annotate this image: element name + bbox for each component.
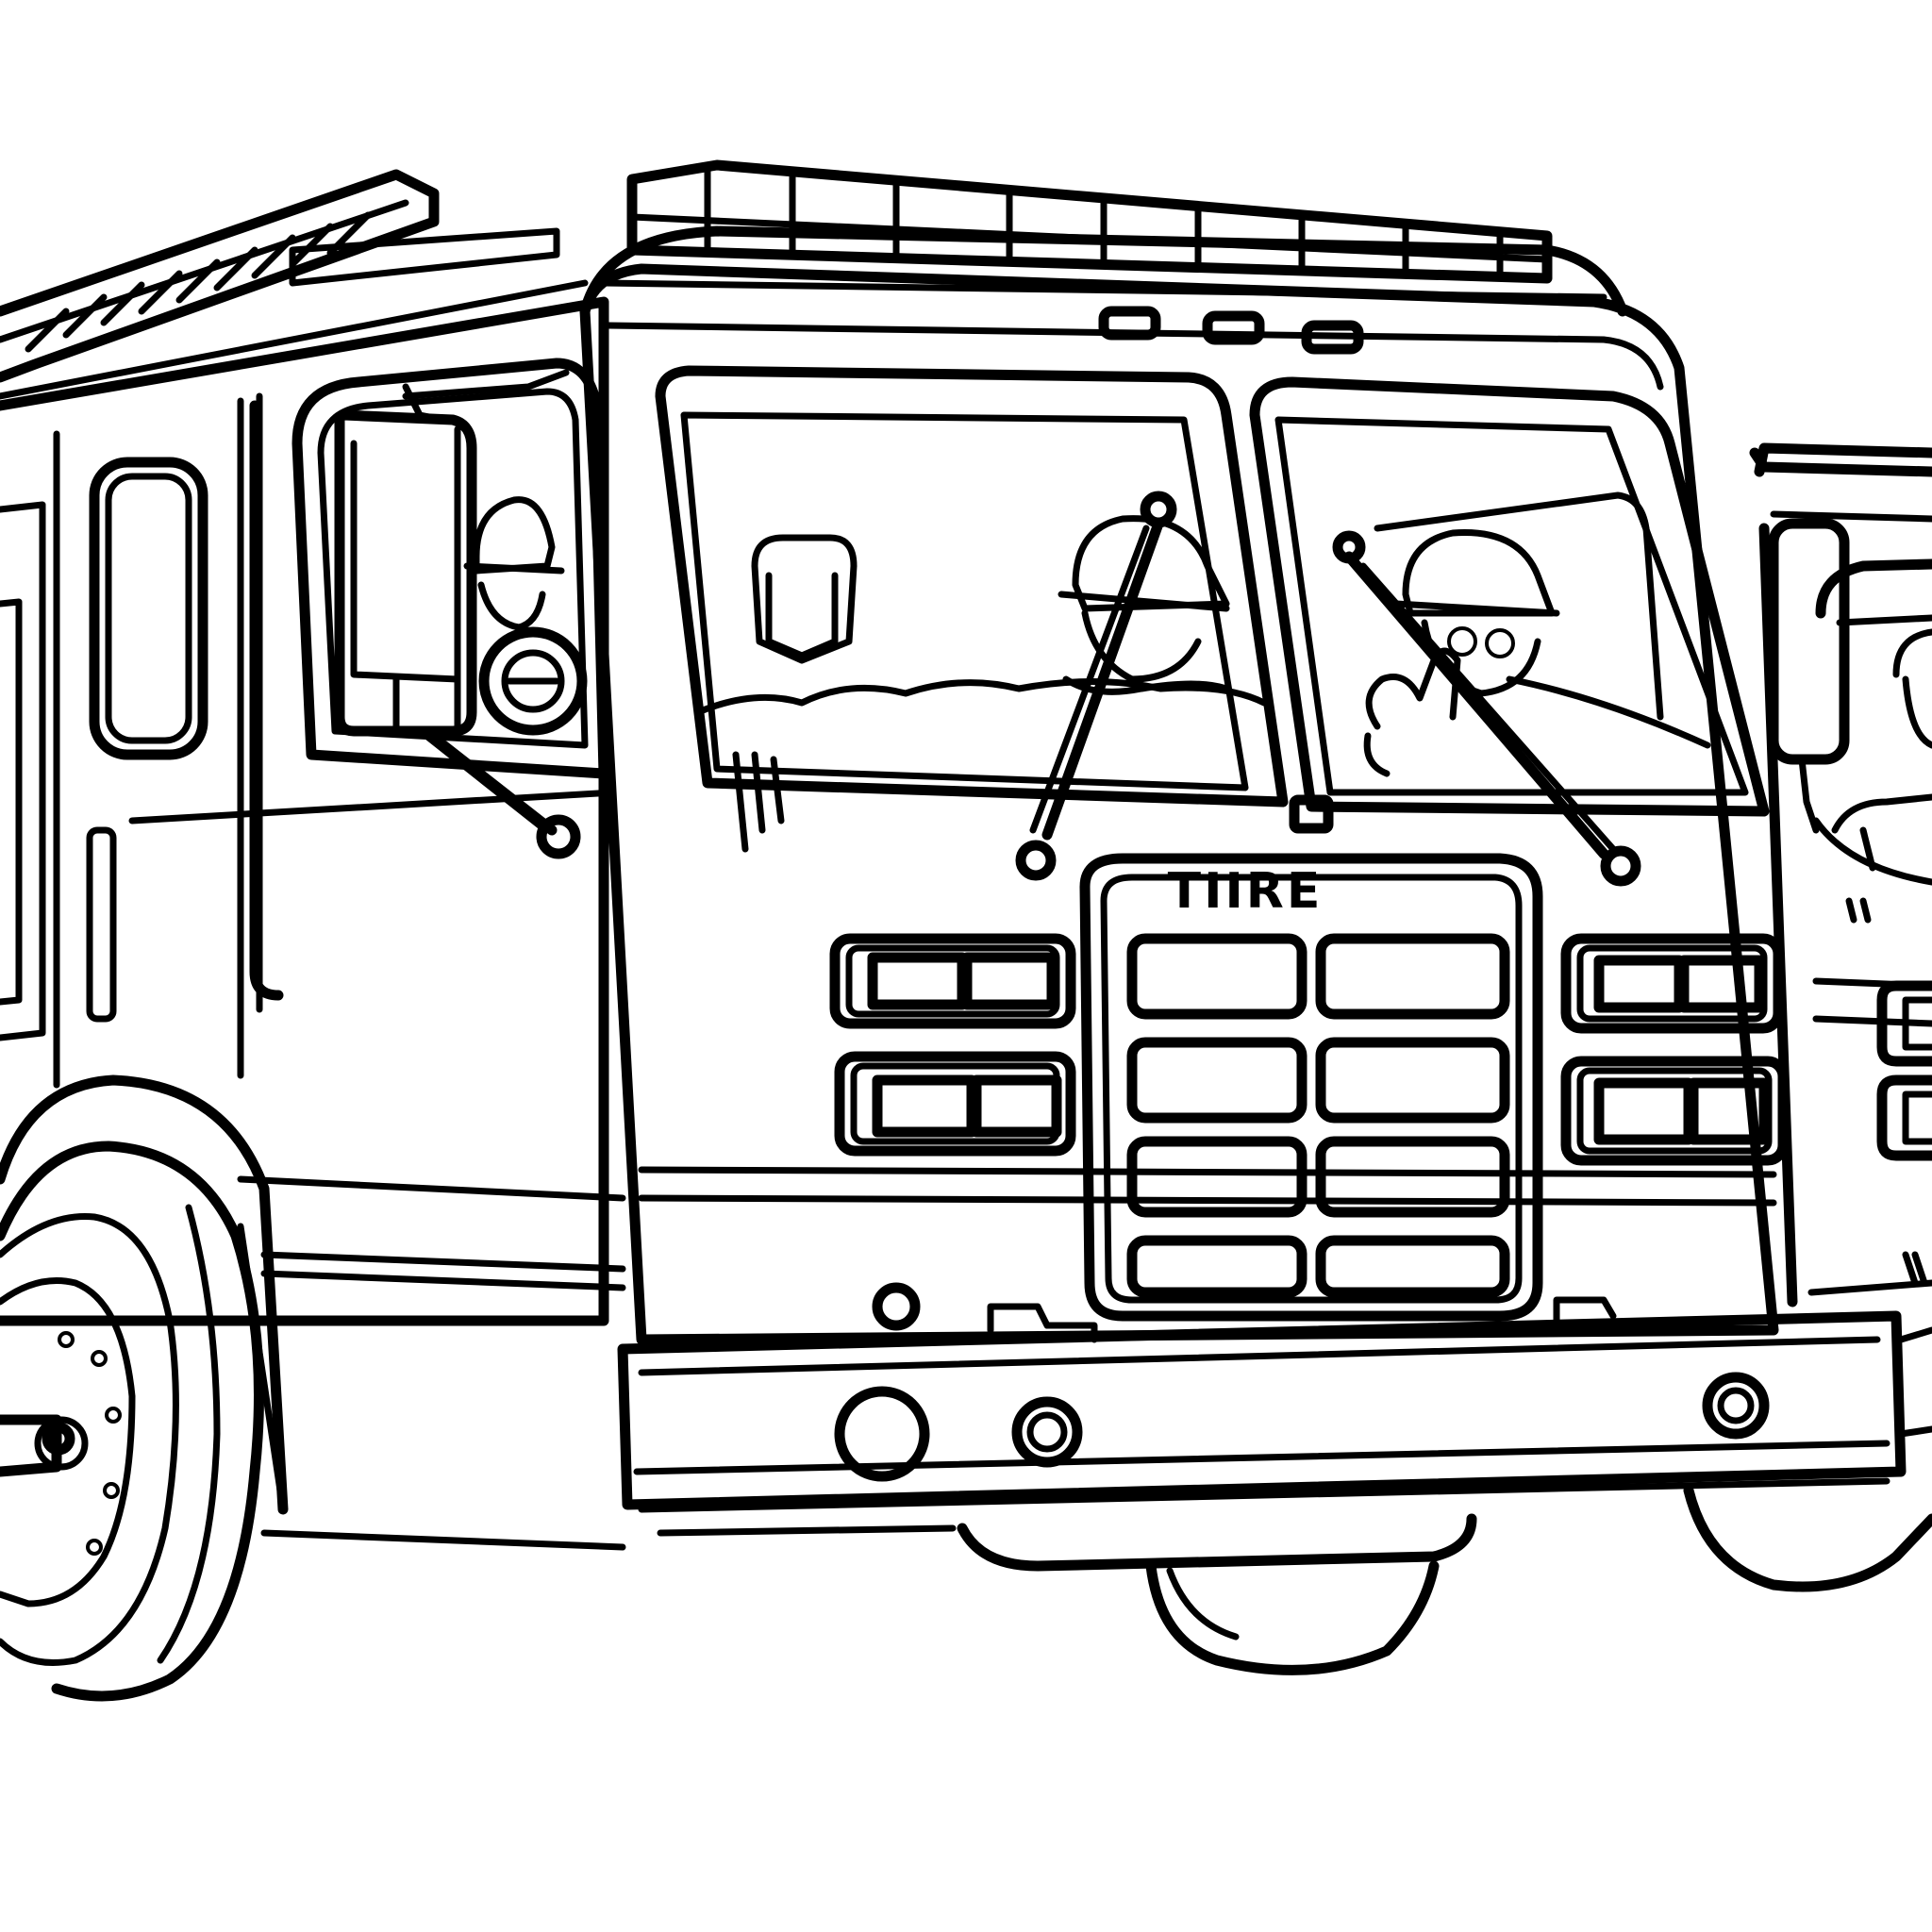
marker-light bbox=[872, 1282, 921, 1331]
roof-ladder bbox=[0, 169, 589, 400]
windshield-sensor bbox=[1289, 794, 1334, 834]
side-mirror[interactable] bbox=[334, 383, 588, 859]
bumper-light bbox=[1011, 1396, 1083, 1468]
windshield-right bbox=[1249, 376, 1770, 817]
left-door bbox=[291, 358, 609, 779]
bumper-light bbox=[1702, 1372, 1770, 1440]
windshield-left bbox=[655, 365, 1289, 808]
headlights-left bbox=[829, 933, 1076, 1157]
grille: TIIRE bbox=[872, 853, 1543, 1331]
cab bbox=[579, 159, 1779, 1345]
front-left-wheel bbox=[0, 1074, 626, 1702]
second-truck bbox=[1749, 442, 1932, 1438]
roof-marker-light bbox=[1098, 306, 1161, 341]
light-bar bbox=[626, 159, 1553, 284]
roof-marker-light bbox=[1202, 310, 1265, 345]
wiper-left bbox=[1015, 491, 1177, 881]
front-bumper bbox=[617, 1296, 1907, 1572]
bumper-light bbox=[834, 1386, 930, 1482]
side-window bbox=[89, 457, 208, 760]
second-truck-wheel bbox=[1683, 1485, 1932, 1592]
truck-body bbox=[0, 296, 626, 1326]
roof-marker-light bbox=[1301, 320, 1364, 355]
second-truck-mirror bbox=[1768, 518, 1850, 765]
door-handle bbox=[86, 826, 117, 1023]
wiper-right bbox=[1332, 530, 1641, 887]
spotlight bbox=[478, 626, 588, 736]
grille-slats bbox=[1126, 933, 1510, 1298]
grille-badge-text: TIIRE bbox=[1168, 863, 1324, 920]
front-right-wheel bbox=[1145, 1560, 1440, 1675]
